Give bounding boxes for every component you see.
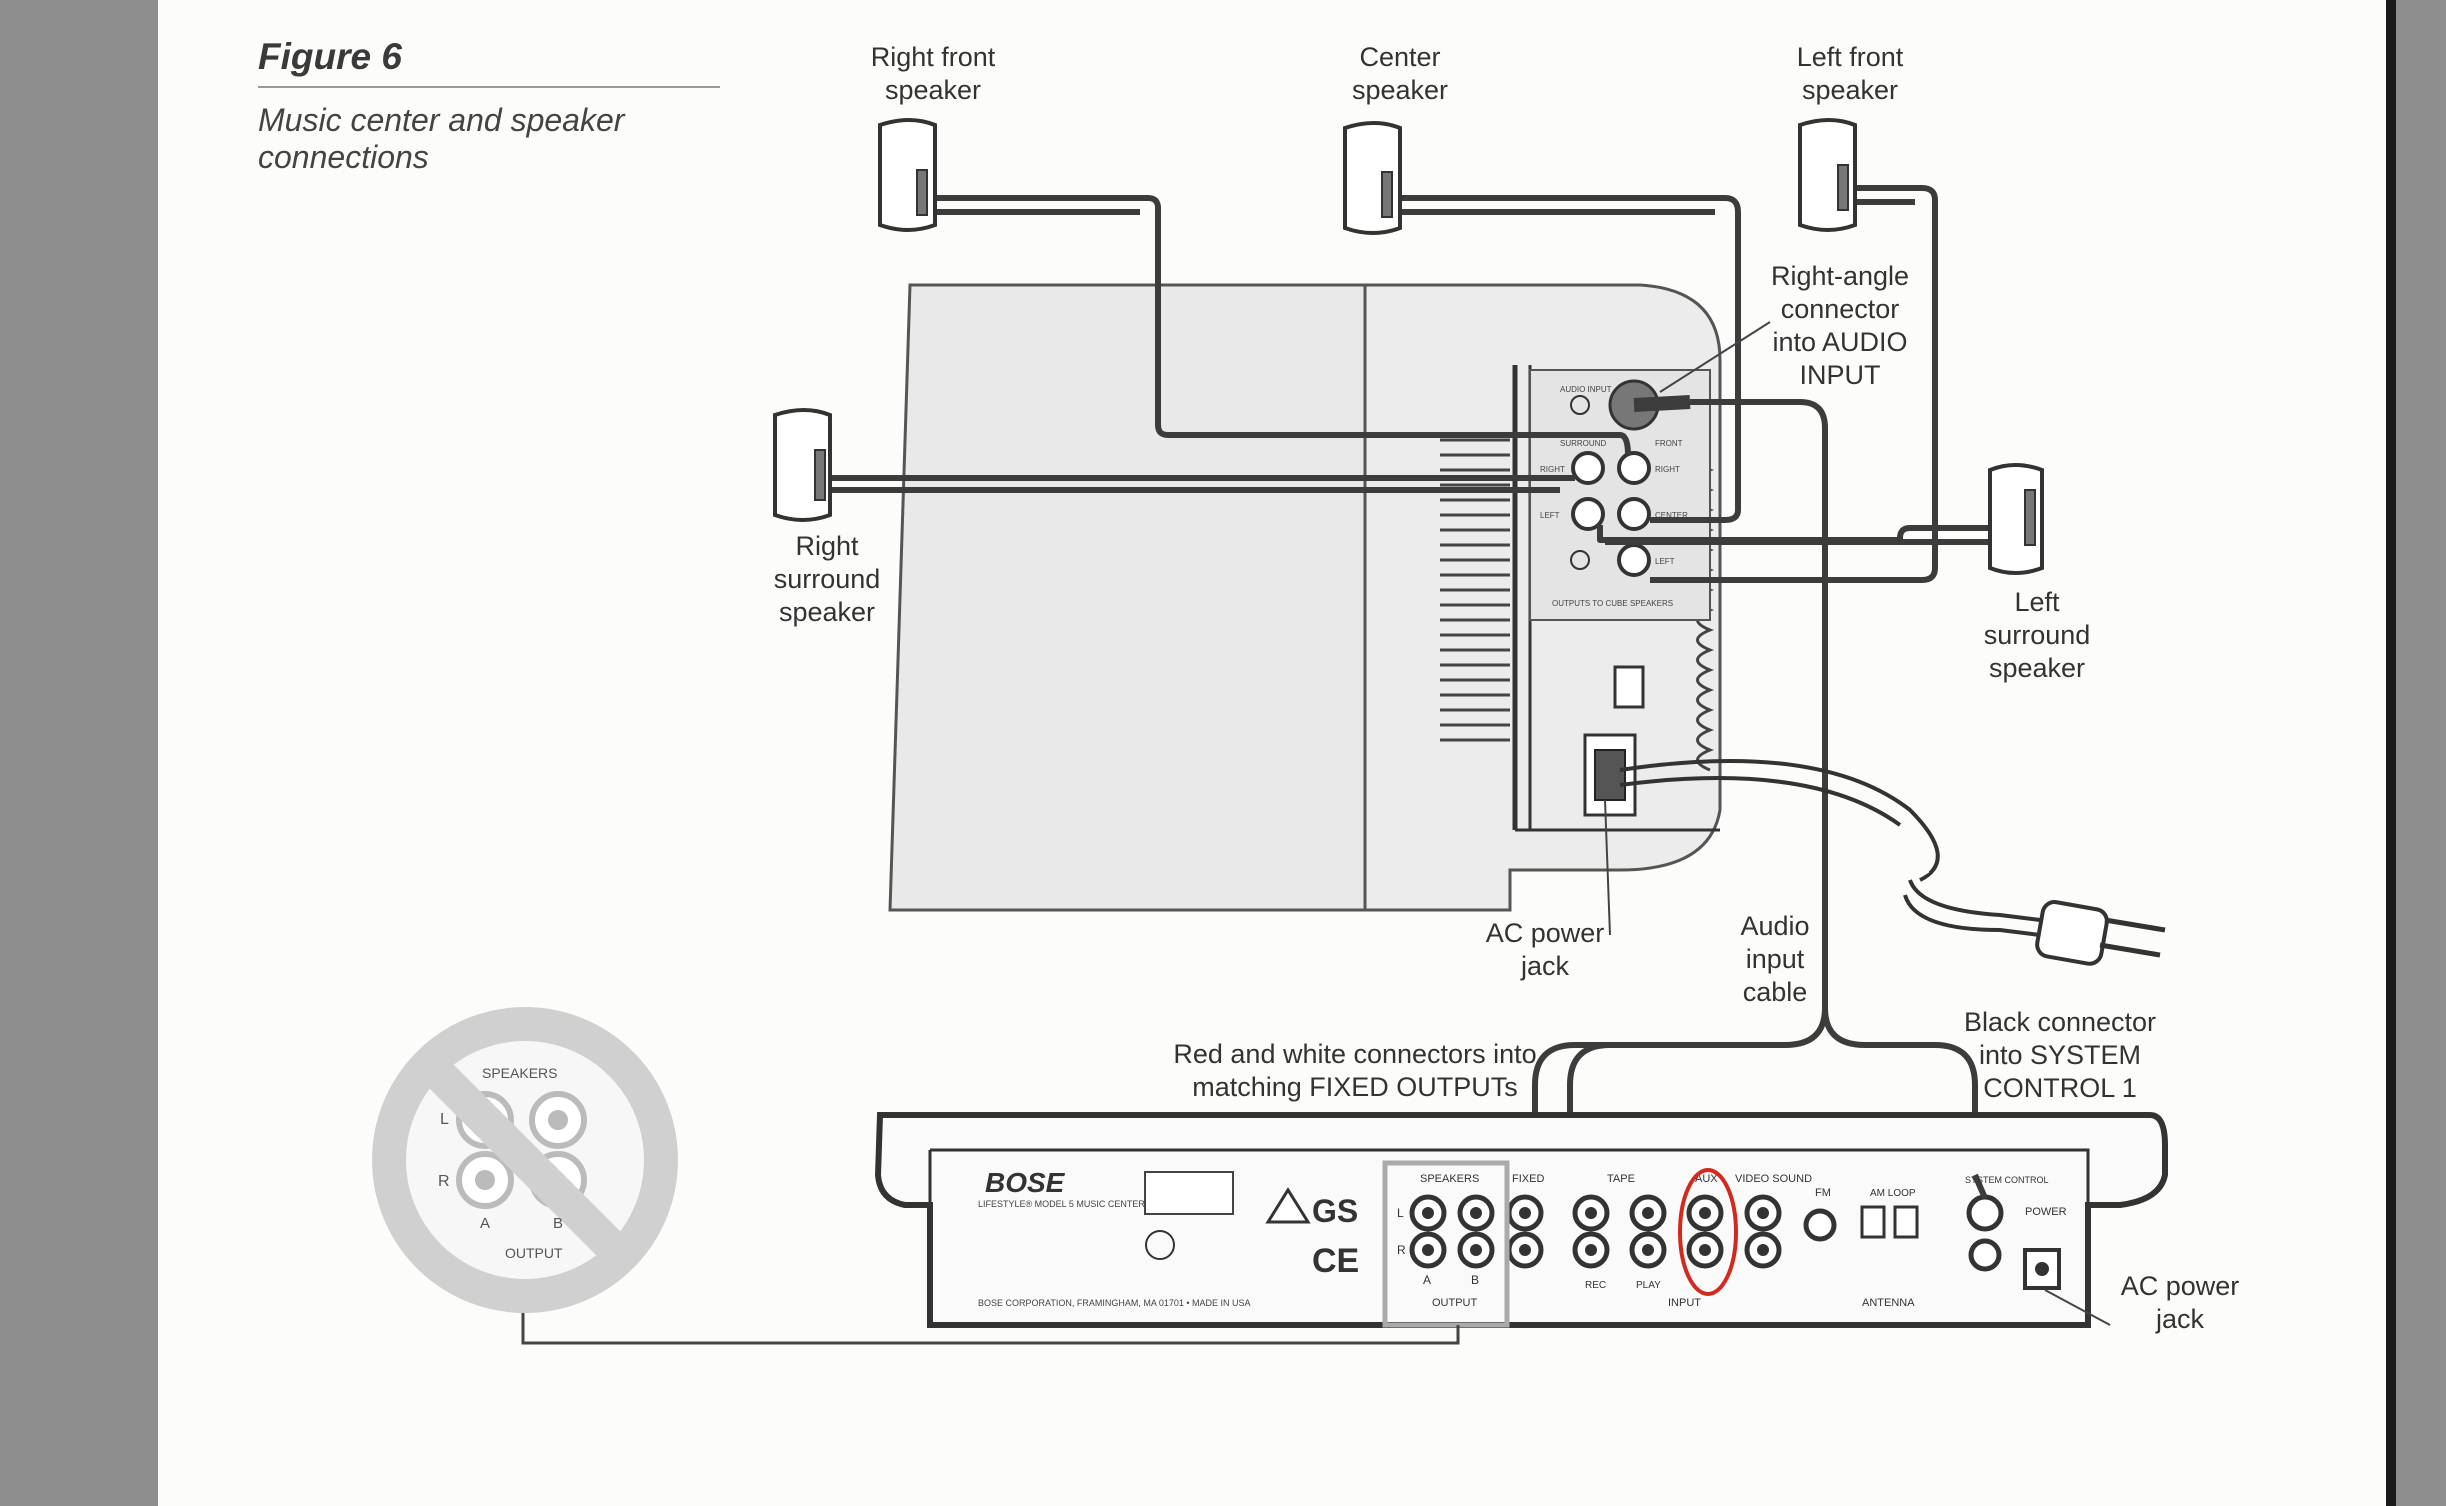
module-jack-front-right xyxy=(1617,451,1651,485)
ul-mark xyxy=(1145,1230,1175,1260)
module-text-outputs-to: OUTPUTS TO CUBE SPEAKERS xyxy=(1552,599,1673,608)
module-jack-surround-right xyxy=(1571,451,1605,485)
prohibited-inset: SPEAKERS L R A B OUTPUT xyxy=(372,1007,678,1313)
power-cord xyxy=(1619,759,2166,966)
aux-input-highlight xyxy=(1678,1168,1738,1296)
speaker-left-front xyxy=(1798,118,1857,232)
speaker-right-surround xyxy=(773,408,832,522)
cert-label xyxy=(1144,1171,1234,1215)
speakers-output-highlight xyxy=(1382,1160,1510,1328)
gs-mark: GS xyxy=(1312,1193,1358,1229)
label-right-surround-speaker: Right surround speaker xyxy=(773,531,881,627)
panel-label-r: R xyxy=(1397,1243,1406,1257)
panel-label-fixed: FIXED xyxy=(1512,1173,1544,1185)
warning-triangle xyxy=(1265,1187,1311,1224)
label-ac-power-jack-module: AC power jack xyxy=(1485,918,1605,981)
label-left-surround-speaker: Left surround speaker xyxy=(1983,587,2091,683)
module-text-right-1: RIGHT xyxy=(1540,465,1565,474)
leader-lines xyxy=(1604,321,2111,1326)
speaker-left-surround xyxy=(1988,463,2044,575)
speaker-center xyxy=(1343,121,1402,235)
inset-a: A xyxy=(480,1215,490,1232)
label-left-front-speaker: Left front speaker xyxy=(1796,42,1904,105)
panel-label-antenna: ANTENNA xyxy=(1862,1297,1915,1309)
inset-b: B xyxy=(553,1215,563,1232)
inset-bracket xyxy=(521,1290,1460,1345)
music-center-footer: BOSE CORPORATION, FRAMINGHAM, MA 01701 •… xyxy=(978,1298,1251,1308)
title-rule xyxy=(258,86,720,88)
music-center-model: LIFESTYLE® MODEL 5 MUSIC CENTER xyxy=(978,1199,1145,1209)
label-black-connector: Black connector into SYSTEM CONTROL 1 xyxy=(1963,1007,2157,1103)
panel-label-output: OUTPUT xyxy=(1432,1297,1478,1309)
inset-r: R xyxy=(438,1173,450,1190)
label-red-white-connectors: Red and white connectors into matching F… xyxy=(1173,1039,1537,1102)
module-text-left-2: LEFT xyxy=(1655,557,1675,566)
panel-label-system-control: SYSTEM CONTROL xyxy=(1965,1175,2049,1185)
system-control-cable-end xyxy=(1972,1173,1988,1200)
inset-speakers: SPEAKERS xyxy=(482,1065,557,1081)
panel-label-a: A xyxy=(1423,1273,1431,1287)
label-right-front-speaker: Right front speaker xyxy=(870,42,996,105)
ce-mark: CE xyxy=(1312,1242,1359,1280)
page-edge xyxy=(2386,0,2396,1506)
label-audio-input-cable: Audio input cable xyxy=(1740,911,1810,1007)
figure-title: Figure 6 xyxy=(258,36,402,77)
module-jack-surround-left xyxy=(1571,497,1605,531)
panel-label-fm: FM xyxy=(1815,1187,1831,1199)
panel-label-am-loop: AM LOOP xyxy=(1870,1188,1916,1199)
panel-label-speakers: SPEAKERS xyxy=(1420,1173,1479,1185)
panel-label-b: B xyxy=(1471,1273,1479,1287)
panel-label-power: POWER xyxy=(2025,1206,2067,1218)
panel-label-rec: REC xyxy=(1585,1280,1606,1291)
inset-l: L xyxy=(440,1111,449,1128)
module-text-right-2: RIGHT xyxy=(1655,465,1680,474)
module-jack-front-left xyxy=(1617,543,1651,577)
music-center-brand: BOSE xyxy=(985,1167,1066,1198)
module-text-front: FRONT xyxy=(1655,439,1683,448)
panel-label-input: INPUT xyxy=(1668,1297,1701,1309)
module-switch xyxy=(1613,665,1645,709)
inset-output: OUTPUT xyxy=(505,1245,563,1261)
panel-label-video-sound: VIDEO SOUND xyxy=(1735,1173,1812,1185)
panel-label-tape: TAPE xyxy=(1607,1173,1635,1185)
module-jack-center xyxy=(1617,497,1651,531)
panel-label-play: PLAY xyxy=(1636,1280,1661,1291)
label-ac-power-jack-center: AC power jack xyxy=(2120,1271,2240,1334)
figure-caption: Music center and speaker connections xyxy=(258,102,625,175)
module-text-surround: SURROUND xyxy=(1560,439,1606,448)
label-right-angle-connector: Right-angle connector into AUDIO INPUT xyxy=(1770,261,1910,390)
acoustimass-module: AUDIO INPUT SURROUND FRONT RIGHT RIGHT L… xyxy=(888,283,1722,912)
speaker-cables xyxy=(830,185,2032,1210)
power-cord-break xyxy=(1895,832,1930,878)
panel-label-aux: AUX xyxy=(1695,1173,1718,1185)
module-text-center: CENTER xyxy=(1655,511,1688,520)
module-text-left-1: LEFT xyxy=(1540,511,1560,520)
module-text-audio-input: AUDIO INPUT xyxy=(1560,385,1612,394)
speaker-right-front xyxy=(878,118,937,232)
label-center-speaker: Center speaker xyxy=(1351,42,1449,105)
panel-label-l: L xyxy=(1397,1206,1404,1220)
music-center: BOSE LIFESTYLE® MODEL 5 MUSIC CENTER BOS… xyxy=(874,1112,2168,1328)
